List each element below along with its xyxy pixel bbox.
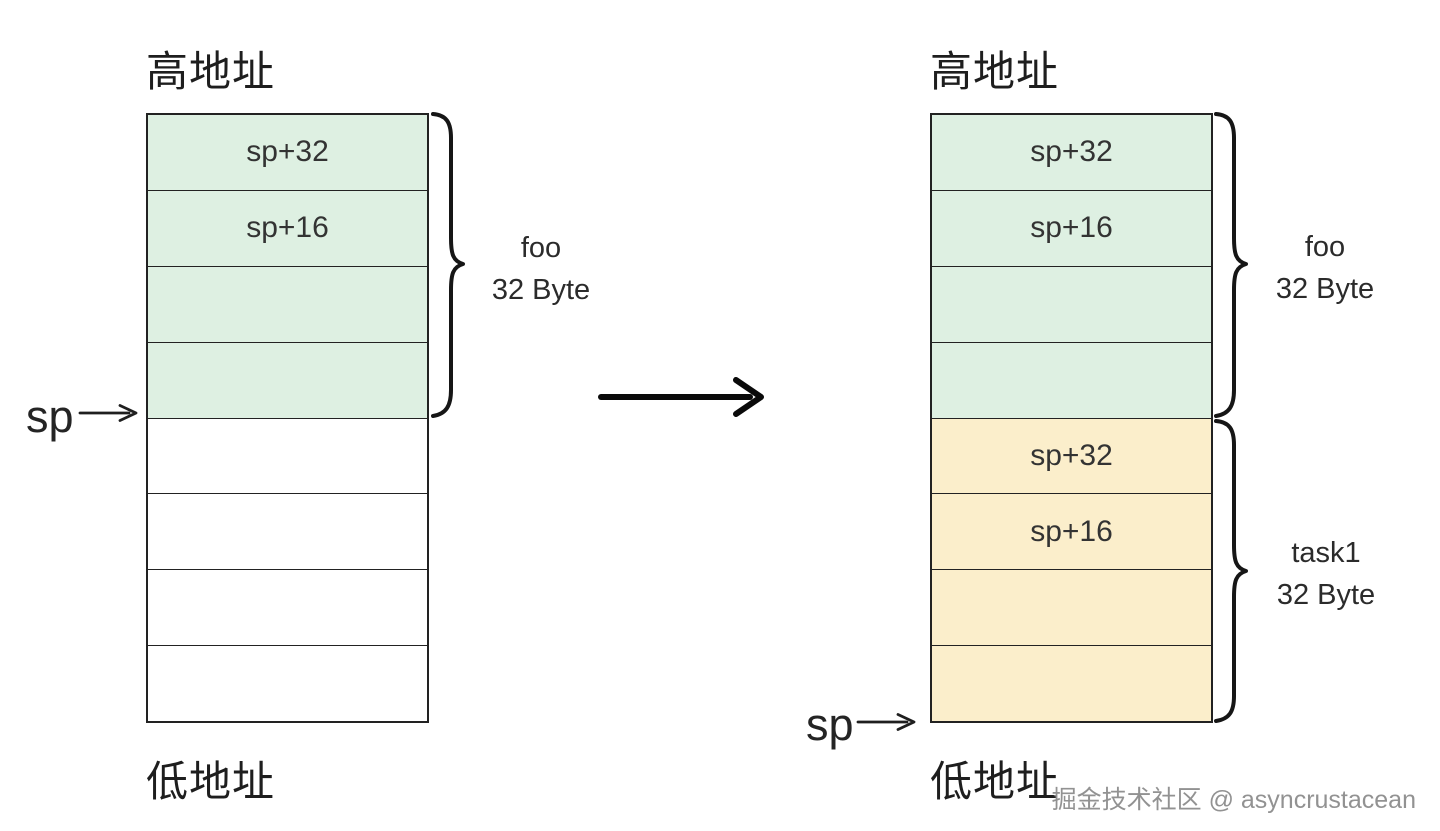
stack-cell: [148, 418, 427, 495]
stack-cell: [148, 570, 427, 647]
stack-cell: sp+16: [932, 494, 1211, 571]
stack-cell: sp+32: [932, 418, 1211, 495]
left-high-address-label: 高地址: [146, 48, 276, 95]
left-foo-brace-size: 32 Byte: [491, 274, 591, 306]
left-stack: sp+32 sp+16: [146, 113, 429, 723]
cell-label: sp+16: [1030, 211, 1113, 245]
right-task1-brace-label: task1 32 Byte: [1216, 532, 1436, 616]
stack-cell: sp+16: [932, 190, 1211, 267]
cell-label: sp+16: [1030, 514, 1113, 548]
left-sp-label: sp: [26, 391, 74, 442]
right-sp-label: sp: [806, 699, 854, 750]
left-foo-brace-name: foo: [520, 232, 562, 264]
stack-cell: [932, 266, 1211, 343]
stack-cell: sp+32: [148, 115, 427, 191]
right-foo-brace-name: foo: [1304, 231, 1346, 263]
left-foo-brace-label: foo 32 Byte: [431, 227, 651, 311]
right-stack: sp+32 sp+16 sp+32 sp+16: [930, 113, 1213, 723]
cell-label: sp+32: [246, 135, 329, 169]
stack-cell: [148, 342, 427, 419]
left-low-address-label: 低地址: [146, 758, 276, 805]
left-sp-arrow-icon: [78, 404, 138, 422]
stack-cell: sp+16: [148, 190, 427, 267]
right-high-address-label: 高地址: [930, 48, 1060, 95]
right-foo-brace-size: 32 Byte: [1275, 273, 1375, 305]
right-low-address-label: 低地址: [930, 758, 1060, 805]
cell-label: sp+16: [246, 211, 329, 245]
cell-label: sp+32: [1030, 135, 1113, 169]
right-task1-brace-name: task1: [1291, 537, 1361, 569]
stack-cell: sp+32: [932, 115, 1211, 191]
stack-cell: [148, 494, 427, 571]
watermark: 掘金技术社区 @ asyncrustacean: [1051, 786, 1416, 814]
right-sp-arrow-icon: [856, 713, 916, 731]
cell-label: sp+32: [1030, 438, 1113, 472]
stack-cell: [932, 570, 1211, 647]
transform-arrow-icon: [598, 377, 764, 417]
stack-cell: [148, 266, 427, 343]
right-foo-brace-label: foo 32 Byte: [1215, 226, 1435, 310]
right-task1-brace-size: 32 Byte: [1276, 579, 1376, 611]
stack-cell: [148, 646, 427, 721]
stack-cell: [932, 342, 1211, 419]
stack-cell: [932, 646, 1211, 721]
